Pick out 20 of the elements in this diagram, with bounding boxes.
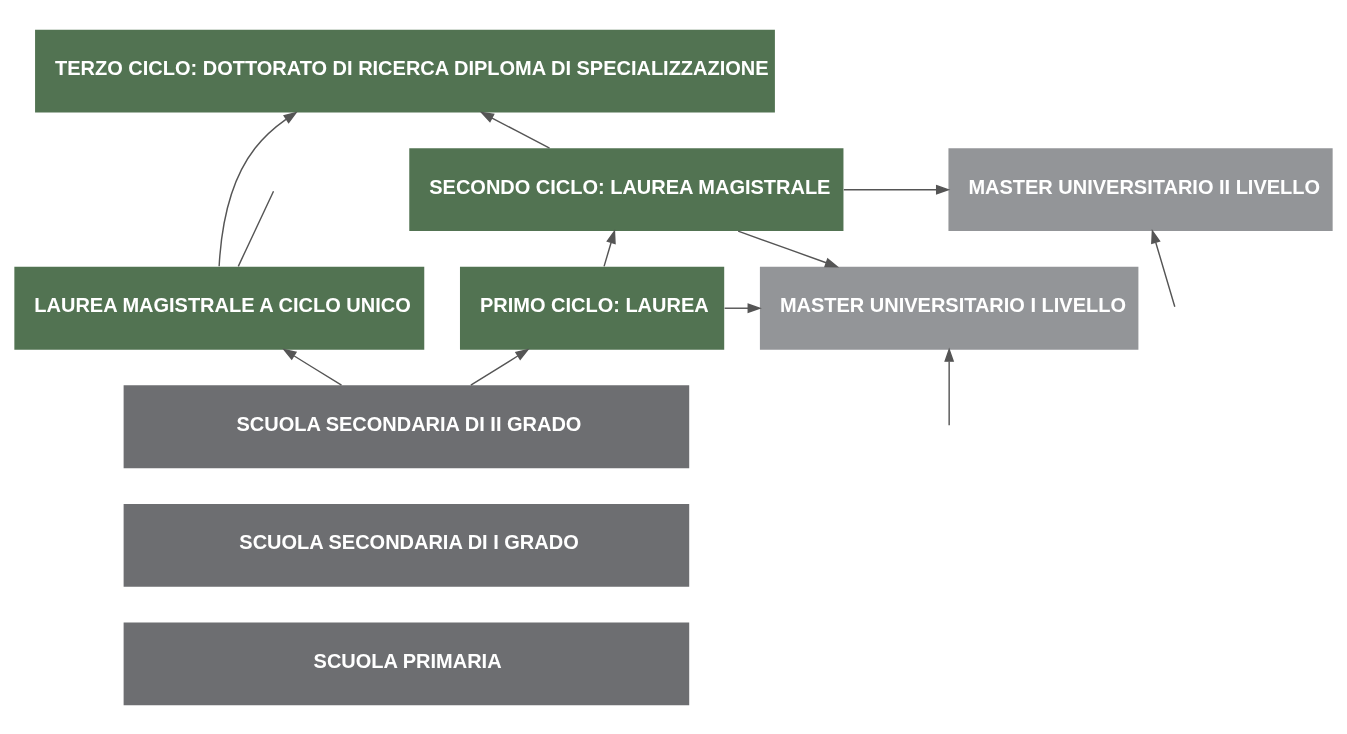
node-box: SCUOLA SECONDARIA DI I GRADO [123,503,690,587]
arrow [282,348,343,386]
node-box: LAUREA MAGISTRALE A CICLO UNICO [14,266,425,350]
arrow [218,111,298,267]
node-box: TERZO CICLO: DOTTORATO DI RICERCA DIPLOMA DI SPECIALIZZAZIONE [35,29,775,113]
arrow [1151,228,1176,307]
node-box: SCUOLA PRIMARIA [123,621,690,705]
node-box: MASTER UNIVERSITARIO I LIVELLO [759,266,1139,350]
arrow [470,348,530,386]
arrow [944,347,955,426]
connector [237,190,275,267]
node-box: SECONDO CICLO: LAUREA MAGISTRALE [409,147,844,231]
node-box: PRIMO CICLO: LAUREA [459,266,725,350]
node-box: MASTER UNIVERSITARIO II LIVELLO [948,147,1333,231]
arrow [723,302,762,313]
arrow [843,184,951,195]
node-box: SCUOLA SECONDARIA DI II GRADO [123,384,690,468]
arrow [603,228,616,267]
arrow [479,111,551,149]
arrow [737,229,840,267]
